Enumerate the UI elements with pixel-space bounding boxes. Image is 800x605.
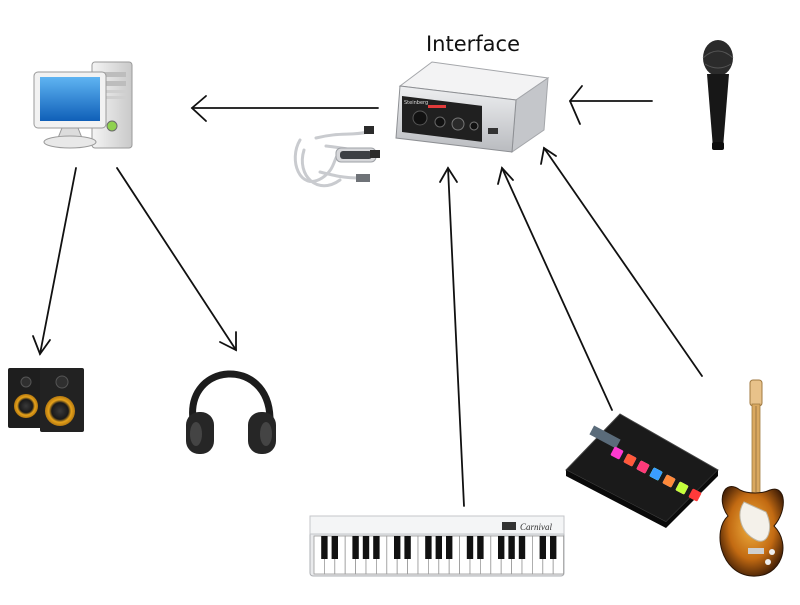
arrow-keyboard-to-interface bbox=[439, 166, 465, 507]
black-key bbox=[498, 536, 505, 559]
black-key bbox=[321, 536, 328, 559]
drum-pad bbox=[649, 467, 663, 481]
studio-monitor-speakers-icon bbox=[8, 368, 84, 432]
pad-grid bbox=[610, 446, 702, 502]
arrow-pad-controller-to-interface bbox=[497, 166, 613, 411]
arrow-guitar-to-interface bbox=[540, 146, 703, 377]
drum-pad bbox=[636, 460, 650, 474]
black-key bbox=[466, 536, 474, 559]
microphone-icon bbox=[702, 40, 734, 150]
black-key bbox=[394, 536, 401, 559]
usb-midi-cable-icon bbox=[293, 126, 380, 188]
arrow-interface-to-computer bbox=[190, 95, 379, 122]
drum-pad bbox=[688, 488, 702, 502]
white-keys bbox=[313, 535, 565, 575]
black-key bbox=[425, 536, 432, 559]
desktop-computer-icon bbox=[33, 61, 133, 149]
black-key bbox=[331, 536, 338, 559]
black-key bbox=[362, 536, 370, 559]
drum-pad bbox=[610, 446, 624, 460]
audio-interface-icon: Steinberg bbox=[395, 61, 550, 154]
midi-keyboard-icon: Carnival bbox=[309, 515, 565, 577]
drum-pad bbox=[675, 481, 689, 495]
arrow-microphone-to-interface bbox=[568, 85, 653, 125]
black-key bbox=[550, 536, 557, 559]
black-key bbox=[508, 536, 515, 559]
black-keys bbox=[321, 536, 557, 559]
arrow-computer-to-headphones bbox=[116, 167, 237, 352]
black-key bbox=[404, 536, 411, 559]
drum-pad bbox=[623, 453, 637, 467]
black-key bbox=[373, 536, 380, 559]
black-key bbox=[352, 536, 359, 559]
black-key bbox=[518, 536, 526, 559]
interface-brand-text: Steinberg bbox=[404, 100, 428, 106]
drum-pad-controller-icon bbox=[565, 413, 719, 528]
headphones-icon bbox=[186, 370, 276, 454]
keyboard-brand-text: Carnival bbox=[520, 522, 553, 532]
drum-pad bbox=[662, 474, 676, 488]
arrow-computer-to-speakers bbox=[32, 167, 77, 356]
black-key bbox=[435, 536, 442, 559]
black-key bbox=[477, 536, 484, 559]
black-key bbox=[446, 536, 453, 559]
black-key bbox=[539, 536, 546, 559]
electric-guitar-icon bbox=[719, 379, 784, 577]
interface-label: Interface bbox=[425, 32, 521, 56]
arrows bbox=[32, 85, 703, 507]
